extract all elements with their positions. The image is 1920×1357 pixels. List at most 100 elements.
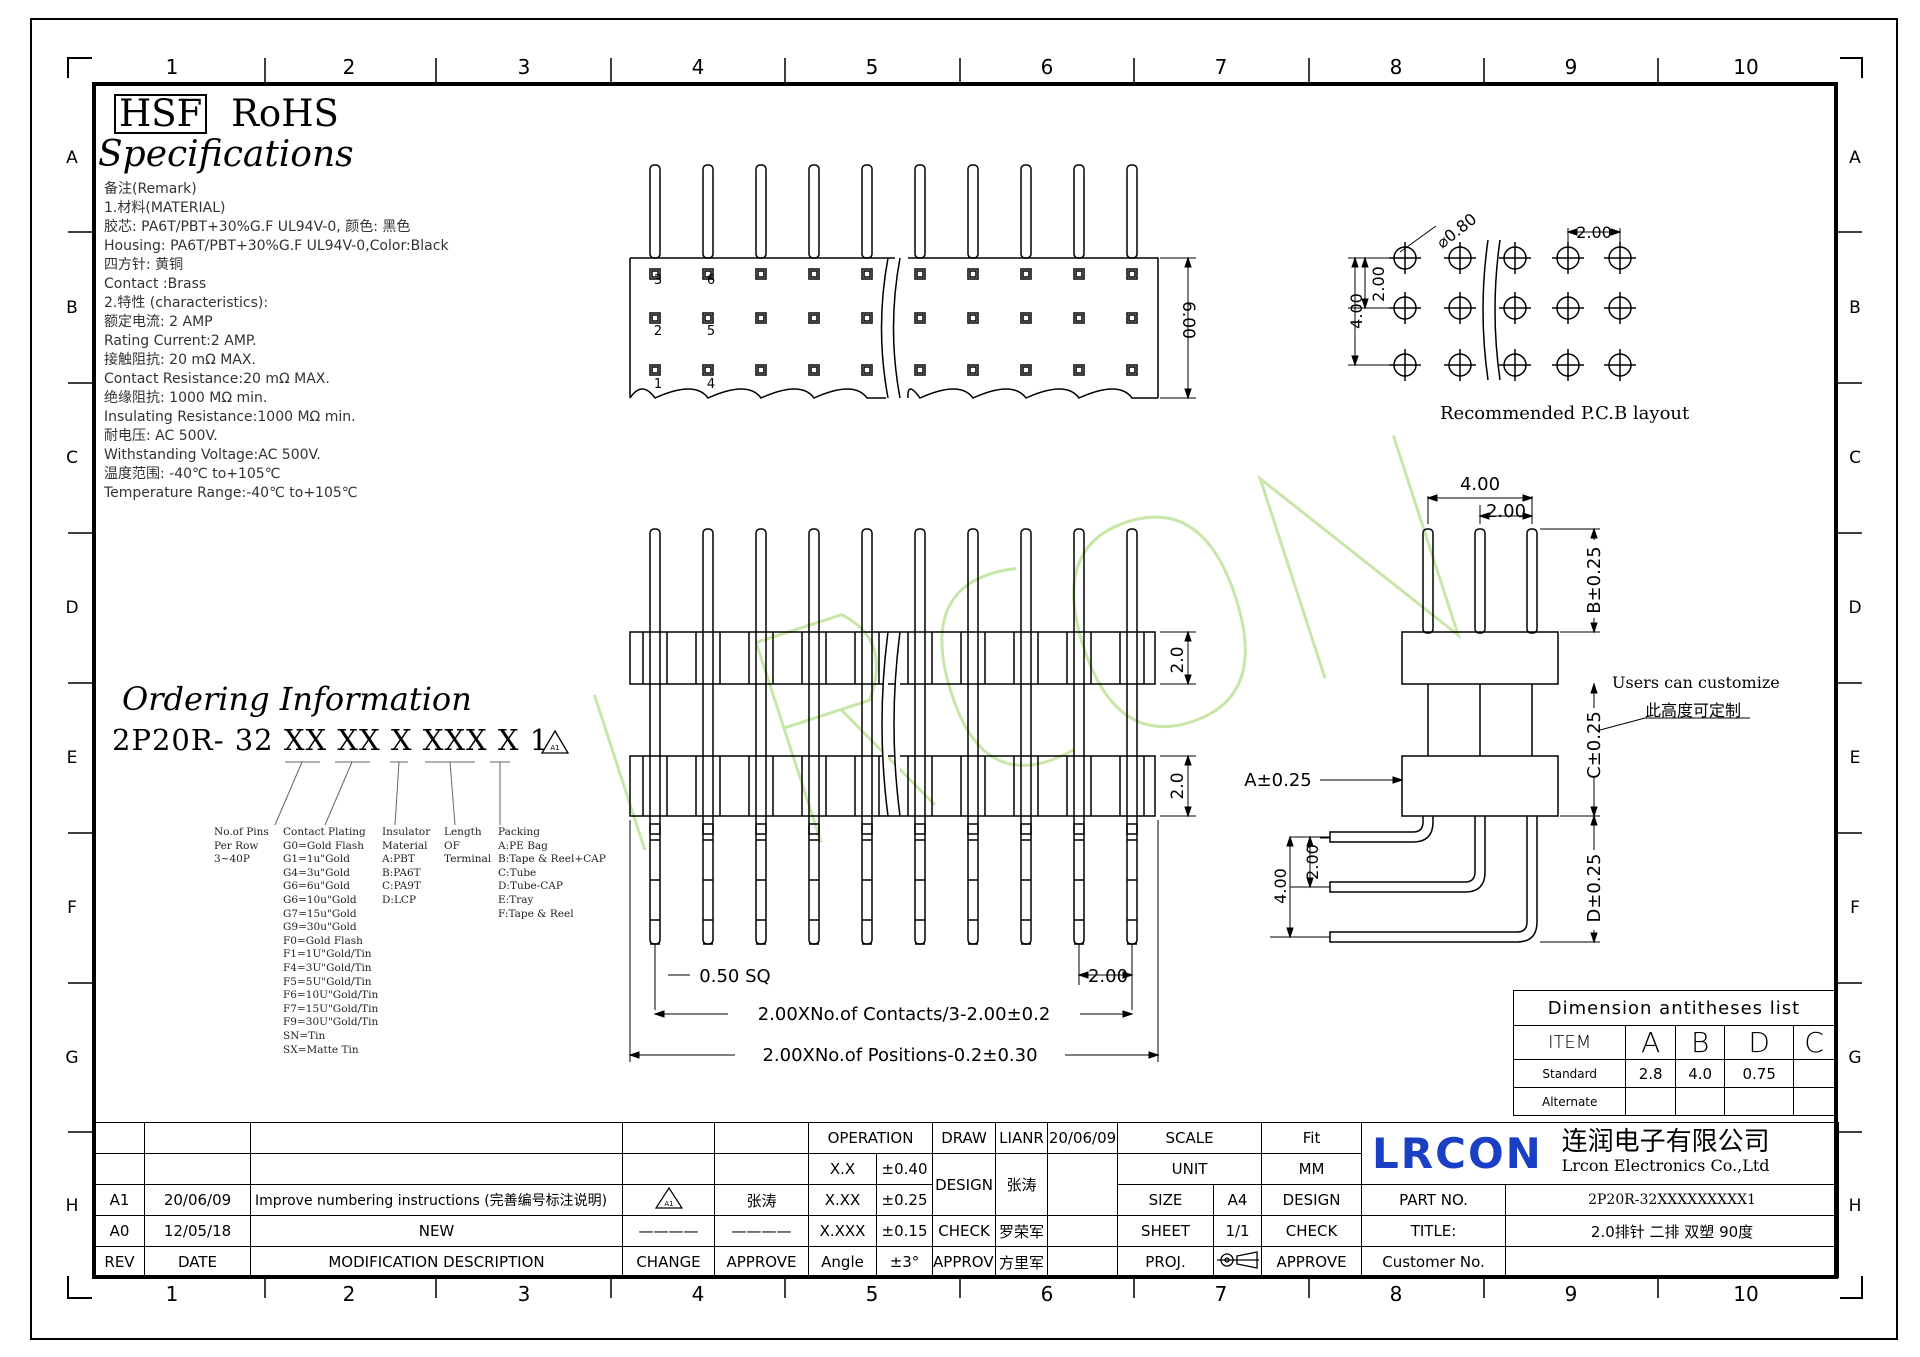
- positions-dimension: 2.00XNo.of Positions-0.2±0.30: [762, 1045, 1037, 1066]
- legend-line: G7=15u"Gold: [283, 907, 357, 920]
- grid-col-top: 2: [342, 55, 356, 79]
- dim-cell: [1792, 1059, 1836, 1088]
- unit-label: UNIT: [1117, 1153, 1263, 1185]
- spec-line: Housing: PA6T/PBT+30%G.F UL94V-0,Color:B…: [104, 238, 449, 254]
- hsf-mark: HSF: [114, 94, 208, 134]
- spec-line: 耐电压: AC 500V.: [104, 428, 218, 444]
- dim-header: B: [1674, 1025, 1726, 1060]
- approve-header: APPROVE: [714, 1246, 809, 1278]
- grid-row-left: E: [66, 748, 78, 768]
- spec-line: 温度范围: -40℃ to+105℃: [104, 466, 281, 482]
- legend-line: F:Tape & Reel: [498, 907, 574, 920]
- tolerance-header: OPERATION: [807, 1122, 934, 1154]
- revision-triangle-icon: A1: [540, 729, 570, 754]
- legend-line: G6=6u"Gold: [283, 880, 350, 893]
- rev-a0-desc: NEW: [250, 1215, 623, 1247]
- scale-value: Fit: [1261, 1122, 1363, 1154]
- size-label: SIZE: [1117, 1184, 1215, 1216]
- rev-a1-approve: 张涛: [714, 1184, 809, 1216]
- legend-line: F4=3U"Gold/Tin: [283, 961, 372, 974]
- grid-col-bottom: 5: [865, 1282, 879, 1306]
- legend-line: No.of Pins: [214, 826, 269, 838]
- pcb-pitch-x: 2.00: [1576, 223, 1612, 242]
- arrow-icon: [1522, 494, 1534, 502]
- spec-line: 绝缘阻抗: 1000 MΩ min.: [104, 390, 268, 406]
- arrow-icon: [1286, 927, 1294, 939]
- customer-label: Customer No.: [1361, 1246, 1507, 1278]
- legend-line: B:Tape & Reel+CAP: [498, 853, 606, 866]
- role-design: DESIGN: [932, 1153, 997, 1216]
- custom-note-cn: 此高度可定制: [1645, 701, 1742, 720]
- grid-row-left: H: [65, 1196, 79, 1216]
- grid-col-bottom: 6: [1040, 1282, 1054, 1306]
- custom-note-en: Users can customize: [1612, 673, 1780, 692]
- grid-col-top: 8: [1389, 55, 1403, 79]
- rev-a0-date: 12/05/18: [144, 1215, 251, 1247]
- legend-line: C:PA9T: [382, 880, 421, 893]
- grid-row-left: B: [66, 298, 78, 318]
- spec-line: 1.材料(MATERIAL): [104, 200, 226, 216]
- arrow-icon: [1392, 776, 1404, 784]
- grid-row-left: G: [65, 1048, 79, 1068]
- grid-col-bottom: 9: [1564, 1282, 1578, 1306]
- dim-row-label: Standard: [1512, 1059, 1627, 1088]
- rev-a1-date: 20/06/09: [144, 1184, 251, 1216]
- spec-line: 四方针: 黄铜: [104, 257, 184, 273]
- title-label: TITLE:: [1361, 1215, 1507, 1247]
- legend-line: D:LCP: [382, 893, 417, 906]
- legend-line: Terminal: [444, 853, 492, 866]
- grid-col-top: 1: [165, 55, 179, 79]
- rev-header: REV: [94, 1246, 145, 1278]
- role-design-date: [1047, 1153, 1119, 1216]
- arrow-icon: [628, 1051, 640, 1059]
- rev-a0-approve: ————: [714, 1215, 809, 1247]
- ordering-leaders: [274, 761, 510, 826]
- legend-line: F7=15U"Gold/Tin: [283, 1002, 379, 1015]
- grid-col-top: 6: [1040, 55, 1054, 79]
- grid-row-left: A: [66, 148, 78, 168]
- legend-line: F1=1U"Gold/Tin: [283, 948, 372, 961]
- legend-line: F0=Gold Flash: [283, 934, 363, 947]
- pin-number: 2: [654, 324, 662, 339]
- title-block: OPERATION DRAW LIANR 20/06/09 SCALE Fit …: [94, 1122, 1840, 1278]
- specifications-title: Specifications: [98, 134, 354, 175]
- legend-line: Packing: [498, 826, 540, 838]
- arrow-icon: [1184, 674, 1192, 686]
- grid-row-right: E: [1849, 748, 1861, 768]
- change-header: CHANGE: [622, 1246, 715, 1278]
- side-left-a: 4.00: [1271, 868, 1290, 904]
- grid-col-bottom: 8: [1389, 1282, 1403, 1306]
- legend-line: D:Tube-CAP: [498, 880, 563, 893]
- legend-line: 3~40P: [214, 853, 250, 866]
- role-check-date: [1047, 1215, 1119, 1247]
- grid-col-bottom: 10: [1733, 1282, 1759, 1306]
- spec-line: 接触阻抗: 20 mΩ MAX.: [104, 352, 256, 368]
- ordering-title: Ordering Information: [122, 680, 472, 718]
- role-approve-name: 方里军: [995, 1246, 1049, 1278]
- grid-col-top: 9: [1564, 55, 1578, 79]
- arrow-icon: [1361, 298, 1369, 310]
- arrow-icon: [1590, 932, 1598, 944]
- arrow-icon: [1590, 622, 1598, 634]
- arrow-icon: [1286, 835, 1294, 847]
- grid-row-right: C: [1849, 448, 1861, 468]
- grid-col-bottom: 2: [342, 1282, 356, 1306]
- rev-a1-change: A1: [622, 1184, 715, 1216]
- dimension-a: A±0.25: [1244, 770, 1311, 791]
- arrow-icon: [653, 1010, 665, 1018]
- compliance-marks: HSF RoHS: [114, 94, 339, 134]
- projection-icon: [1213, 1246, 1263, 1278]
- grid-col-top: 10: [1733, 55, 1759, 79]
- title-value: 2.0排针 二排 双塑 90度: [1505, 1215, 1840, 1247]
- grid-row-right: F: [1850, 898, 1860, 918]
- role-draw-date: 20/06/09: [1047, 1122, 1119, 1154]
- dimension-table-title: Dimension antitheses list: [1513, 990, 1835, 1026]
- grid-col-bottom: 1: [165, 1282, 179, 1306]
- unit-value: MM: [1261, 1153, 1363, 1185]
- pcb-hole-diameter: ⌀0.80: [1433, 209, 1480, 252]
